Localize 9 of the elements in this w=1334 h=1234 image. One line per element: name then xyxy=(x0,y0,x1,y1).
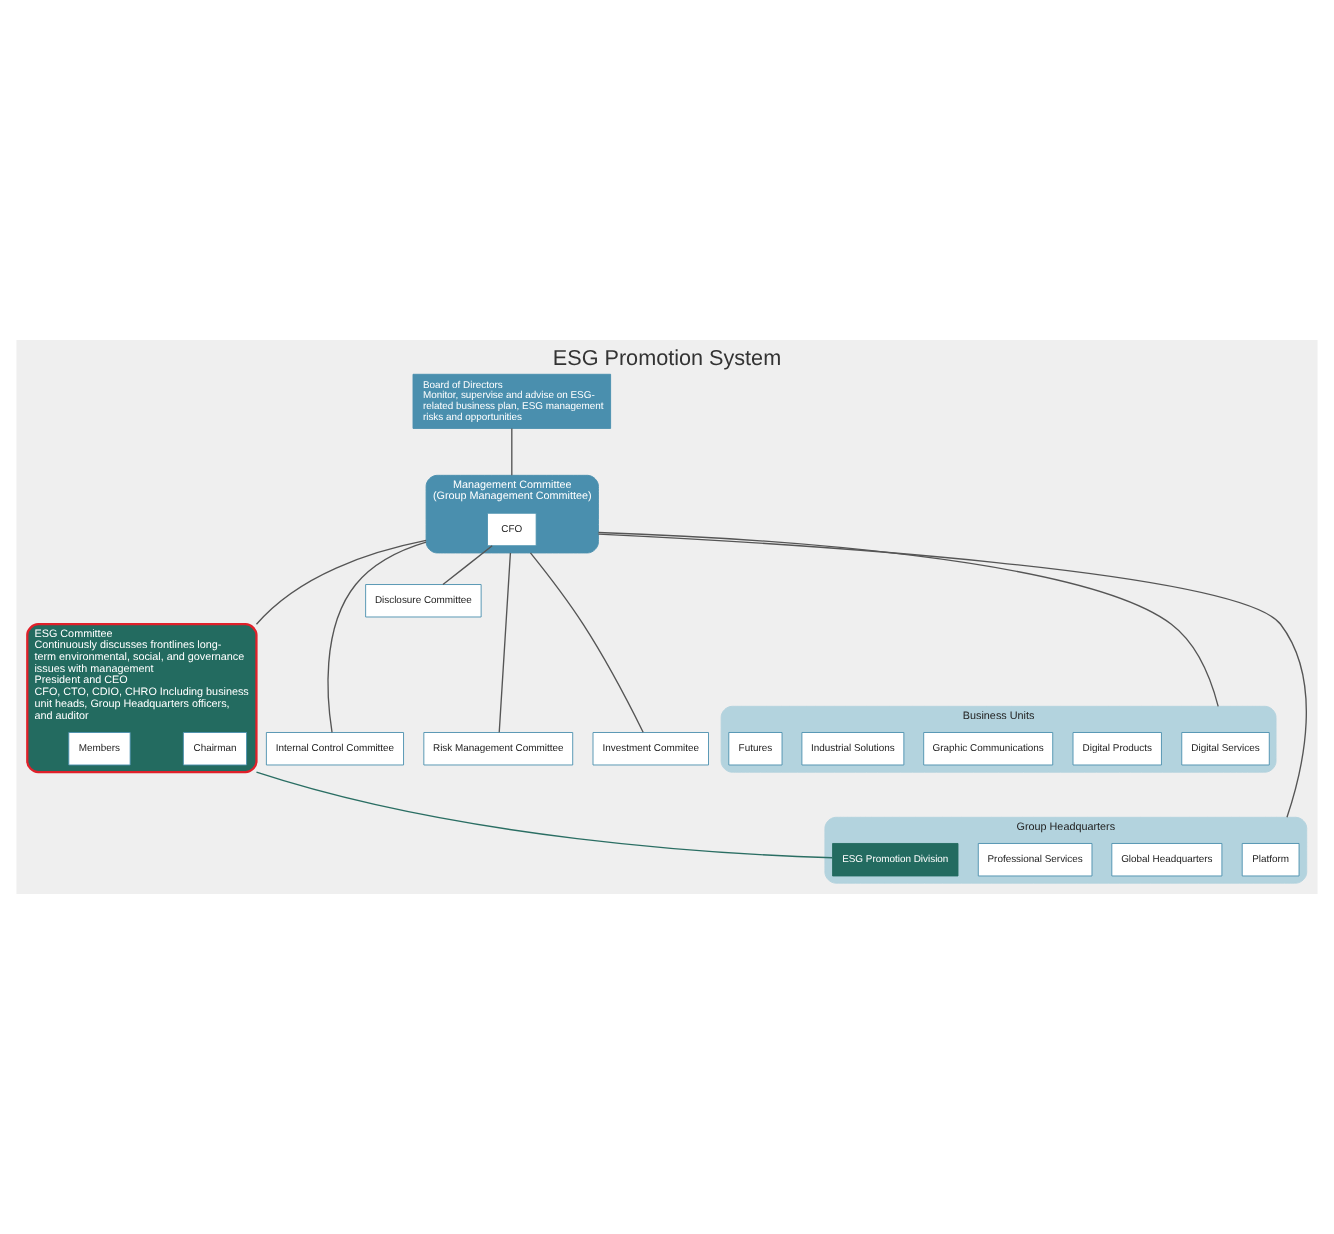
connector xyxy=(597,531,1219,707)
connector xyxy=(255,539,427,625)
connector xyxy=(255,771,834,859)
diagram-title: ESG Promotion System xyxy=(552,346,782,371)
connector xyxy=(498,552,512,733)
connector xyxy=(597,533,1307,818)
connector xyxy=(529,552,644,733)
connector xyxy=(511,427,513,476)
connector xyxy=(327,541,427,733)
